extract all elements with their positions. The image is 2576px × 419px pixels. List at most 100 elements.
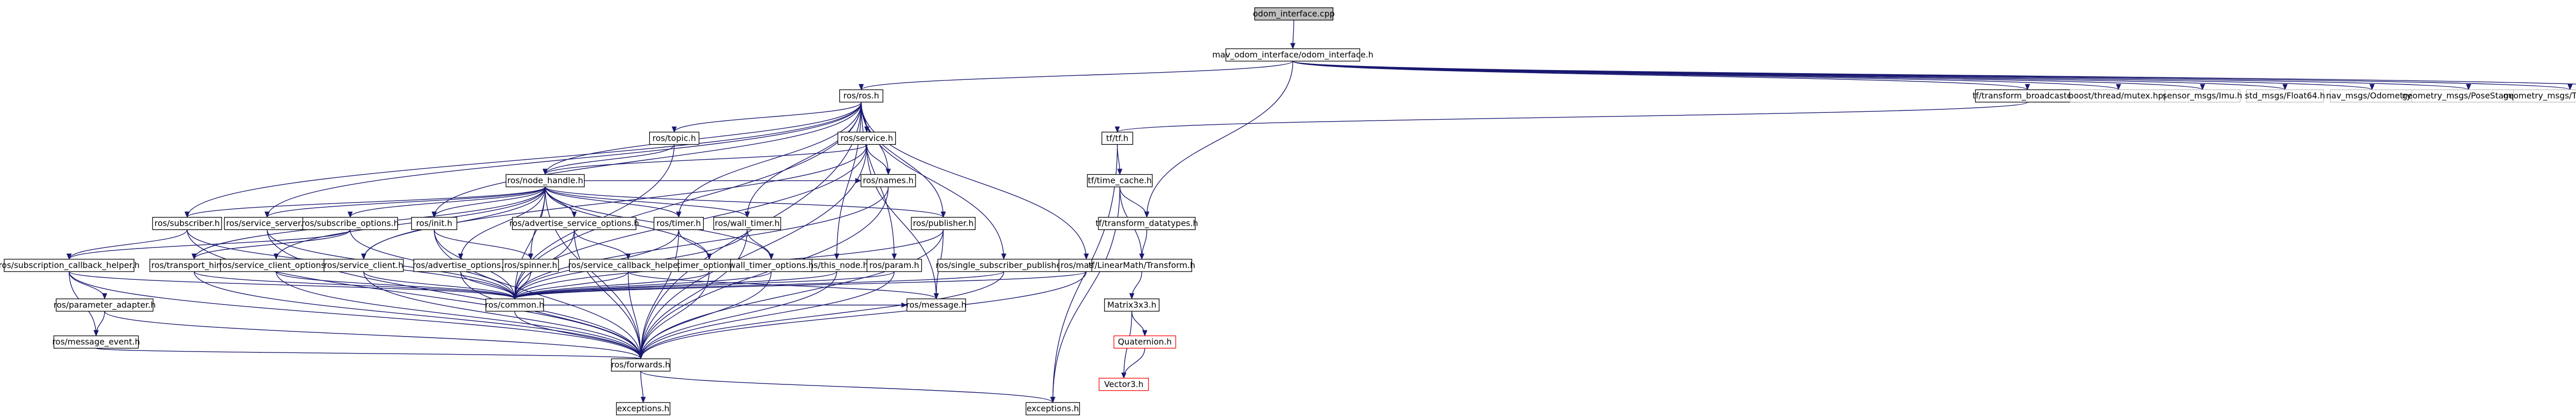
- node-box: [730, 259, 812, 272]
- edge-ros_single_subscriber_publisher_h-to-ros_common_h: [512, 271, 1005, 299]
- edge-ros_service_h-to-ros_forwards_h: [638, 144, 868, 360]
- node-label: mav_odom_interface/odom_interface.h: [1212, 50, 1374, 60]
- node-label: ros/parameter_adapter.h: [54, 300, 156, 310]
- node-label: ros/service_callback_helper.h: [568, 260, 688, 271]
- edge-ros_parameter_adapter_h-to-ros_message_event_h: [93, 311, 105, 337]
- edge-odom_interface_cpp-to-mav_odom_interface_h: [1290, 20, 1296, 49]
- edge-ros_ros_h-to-ros_subscriber_h: [184, 102, 862, 218]
- node-ros-names-h[interactable]: ros/names.h: [860, 174, 916, 188]
- node-box: [1091, 259, 1192, 272]
- node-geometry-msgs-twiststamped-h: geometry_msgs/TwistStamped.h: [2503, 89, 2576, 103]
- node-ros-message-event-h[interactable]: ros/message_event.h: [52, 335, 140, 349]
- node-tf-transform-broadcaster-h[interactable]: tf/transform_broadcaster.h: [1973, 89, 2082, 103]
- node-box: [937, 259, 1070, 272]
- node-ros-topic-h[interactable]: ros/topic.h: [649, 131, 700, 145]
- node-box: [1087, 174, 1153, 188]
- node-label: geometry_msgs/TwistStamped.h: [2503, 91, 2576, 101]
- node-vector3-h[interactable]: Vector3.h: [1098, 378, 1149, 391]
- node-ros-subscribe-options-h[interactable]: ros/subscribe_options.h: [301, 216, 399, 230]
- node-timer-options-h[interactable]: timer_options.h: [677, 259, 741, 272]
- node-box: [713, 216, 782, 230]
- node-nav-msgs-odometry-h: nav_msgs/Odometry.h: [2326, 89, 2418, 103]
- edge-ros_node_handle_h-to-ros_publisher_h: [545, 186, 946, 218]
- node-ros-init-h[interactable]: ros/init.h: [411, 216, 457, 230]
- edge-matrix3x3_h-to-quaternion_h: [1131, 311, 1148, 337]
- node-ros-subscriber-h[interactable]: ros/subscriber.h: [152, 216, 222, 230]
- node-ros-spinner-h[interactable]: ros/spinner.h: [502, 259, 559, 272]
- edge-ros_master_h-to-ros_forwards_h: [638, 271, 1087, 360]
- edge-tf_h-to-exceptions_h_tf: [1050, 144, 1118, 404]
- node-label: std_msgs/Float64.h: [2245, 91, 2325, 101]
- edge-tf_transform_datatypes_h-to-tf_linearmath_transform_h: [1139, 229, 1147, 260]
- edge-ros_transport_hints_h-to-ros_common_h: [194, 271, 517, 299]
- node-label: boost/thread/mutex.hpp: [2069, 91, 2168, 100]
- node-ros-service-client-options-h[interactable]: ros/service_client_options.h: [219, 259, 333, 272]
- node-ros-ros-h[interactable]: ros/ros.h: [839, 89, 884, 103]
- node-ros-message-h[interactable]: ros/message.h: [906, 298, 967, 312]
- edge-ros_ros_h-to-ros_master_h: [860, 102, 1089, 260]
- edge-ros_ros_h-to-ros_timer_h: [676, 102, 862, 218]
- node-ros-node-handle-h[interactable]: ros/node_handle.h: [505, 174, 585, 188]
- node-box: [677, 259, 741, 272]
- node-odom-interface-cpp[interactable]: odom_interface.cpp: [1253, 7, 1335, 21]
- node-box: [1025, 402, 1080, 415]
- edge-ros_advertise_service_options_h-to-ros_service_callback_helper_h: [573, 229, 631, 260]
- node-box: [53, 335, 139, 349]
- node-exceptions-h-tf[interactable]: exceptions.h: [1025, 402, 1080, 415]
- node-tf-transform-datatypes-h[interactable]: tf/transform_datatypes.h: [1095, 216, 1198, 230]
- node-ros-service-client-h[interactable]: ros/service_client.h: [324, 259, 404, 272]
- node-ros-parameter-adapter-h[interactable]: ros/parameter_adapter.h: [54, 298, 156, 312]
- node-ros-param-h[interactable]: ros/param.h: [867, 259, 922, 272]
- node-mav-odom-interface-h[interactable]: mav_odom_interface/odom_interface.h: [1212, 48, 1374, 62]
- node-ros-advertise-service-options-h[interactable]: ros/advertise_service_options.h: [510, 216, 639, 230]
- node-label: ros/subscription_callback_helper.h: [0, 260, 140, 271]
- node-quaternion-h[interactable]: Quaternion.h: [1113, 335, 1176, 349]
- edge-ros_common_h-to-ros_forwards_h: [514, 311, 643, 360]
- node-ros-service-server-h[interactable]: ros/service_server.h: [224, 216, 311, 230]
- edge-quaternion_h-to-vector3_h: [1121, 348, 1145, 379]
- edge-ros_advertise_service_options_h-to-ros_forwards_h: [573, 229, 643, 360]
- node-label: ros/service.h: [840, 133, 893, 143]
- node-box: [324, 259, 404, 272]
- node-tf-time-cache-h[interactable]: tf/time_cache.h: [1087, 174, 1153, 188]
- edge-ros_node_handle_h-to-ros_init_h: [431, 187, 546, 218]
- node-ros-service-callback-helper-h[interactable]: ros/service_callback_helper.h: [568, 259, 688, 272]
- node-box: [2513, 89, 2576, 103]
- node-matrix3x3-h[interactable]: Matrix3x3.h: [1104, 298, 1160, 312]
- node-label: exceptions.h: [617, 404, 670, 413]
- node-ros-service-h[interactable]: ros/service.h: [837, 131, 896, 145]
- node-exceptions-h-ros[interactable]: exceptions.h: [616, 402, 671, 415]
- node-box: [505, 174, 585, 188]
- node-ros-forwards-h[interactable]: ros/forwards.h: [611, 358, 671, 372]
- edge-tf_transform_broadcaster_h-to-tf_h: [1115, 102, 2028, 133]
- node-label: ros/publisher.h: [913, 219, 974, 228]
- node-std-msgs-float64-h: std_msgs/Float64.h: [2245, 89, 2325, 103]
- edge-ros_master_h-to-ros_common_h: [512, 271, 1087, 299]
- edge-ros_service_h-to-ros_node_handle_h: [543, 144, 868, 175]
- node-box: [911, 216, 976, 230]
- node-ros-this-node-h[interactable]: ros/this_node.h: [803, 259, 871, 272]
- node-ros-common-h[interactable]: ros/common.h: [485, 298, 545, 312]
- node-ros-subscription-callback-helper-h[interactable]: ros/subscription_callback_helper.h: [0, 259, 140, 272]
- node-ros-single-subscriber-publisher-h[interactable]: ros/single_subscriber_publisher.h: [936, 259, 1072, 272]
- node-box: [1113, 335, 1176, 349]
- node-ros-wall-timer-h[interactable]: ros/wall_timer.h: [713, 216, 782, 230]
- edge-ros_service_client_options_h-to-ros_common_h: [276, 271, 517, 299]
- edge-ros_service_callback_helper_h-to-ros_forwards_h: [628, 271, 643, 360]
- node-ros-advertise-options-h[interactable]: ros/advertise_options.h: [413, 259, 509, 272]
- node-box: [411, 216, 457, 230]
- node-box: [502, 259, 559, 272]
- edge-timer_options_h-to-ros_common_h: [512, 271, 710, 299]
- node-tf-h[interactable]: tf/tf.h: [1101, 131, 1133, 145]
- node-box: [906, 298, 966, 312]
- node-tf-linearmath-transform-h[interactable]: tf/LinearMath/Transform.h: [1089, 259, 1195, 272]
- node-ros-timer-h[interactable]: ros/timer.h: [653, 216, 704, 230]
- node-box: [2411, 89, 2526, 103]
- node-wall-timer-options-h[interactable]: wall_timer_options.h: [729, 259, 814, 272]
- node-ros-publisher-h[interactable]: ros/publisher.h: [911, 216, 976, 230]
- edge-tf_h-to-tf_time_cache_h: [1116, 144, 1123, 175]
- node-box: [839, 89, 884, 103]
- node-label: Quaternion.h: [1118, 337, 1172, 347]
- edges-layer: [66, 20, 2576, 404]
- node-label: Vector3.h: [1104, 379, 1143, 389]
